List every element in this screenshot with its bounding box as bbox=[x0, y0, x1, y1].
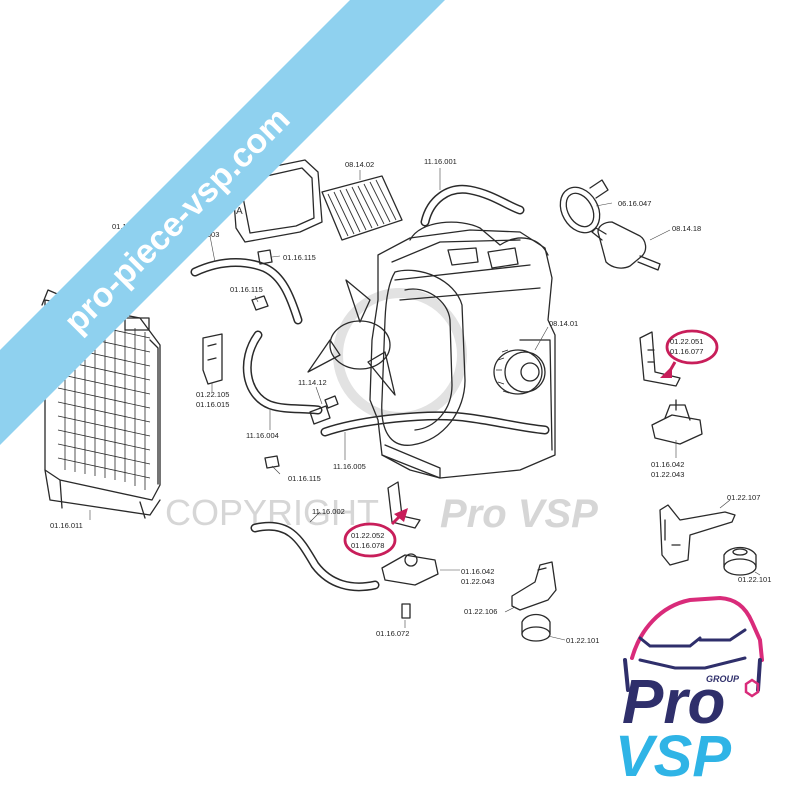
highlight-ring-upper bbox=[665, 329, 719, 365]
copyright-watermark: COPYRIGHT Pro VSP bbox=[165, 288, 598, 536]
watermark-brand-text: Pro VSP bbox=[440, 492, 598, 536]
label-11-16-005: 11.16.005 bbox=[333, 462, 366, 471]
logo-vsp-text: VSP bbox=[615, 724, 731, 789]
engine-mount-right bbox=[651, 399, 703, 445]
cover-mark: A bbox=[236, 206, 243, 217]
bracket-left bbox=[202, 333, 223, 385]
label-11-16-001: 11.16.001 bbox=[424, 157, 457, 166]
label-01-16-115-top: 01.16.115 bbox=[283, 253, 316, 262]
fuel-filter bbox=[591, 221, 661, 271]
label-01-16-115-mid: 01.16.115 bbox=[230, 285, 263, 294]
label-01-16-115-bottom: 01.16.115 bbox=[288, 474, 321, 483]
label-01-22-105: 01.22.105 bbox=[196, 390, 229, 399]
logo-group-text: GROUP bbox=[706, 674, 740, 684]
label-01-16-078: 01.16.078 bbox=[351, 541, 384, 550]
air-filter-cover: A bbox=[231, 159, 323, 243]
label-01-22-043-right: 01.22.043 bbox=[651, 470, 684, 479]
label-01-22-052: 01.22.052 bbox=[351, 531, 384, 540]
engine-block bbox=[307, 221, 556, 479]
label-01-16-072: 01.16.072 bbox=[376, 629, 409, 638]
silent-block-right bbox=[723, 546, 757, 576]
label-08-14-02: 08.14.02 bbox=[345, 160, 374, 169]
logo-pro-text: Pro bbox=[622, 668, 725, 737]
provsp-logo: GROUP Pro VSP bbox=[615, 595, 764, 789]
part-labels: 01.16.124 01.16.003 08.14.02 11.16.001 0… bbox=[50, 157, 771, 645]
label-01-16-042-right: 01.16.042 bbox=[651, 460, 684, 469]
label-01-22-106: 01.22.106 bbox=[464, 607, 497, 616]
banner-url-text: pro-piece-vsp.com bbox=[57, 100, 298, 341]
highlight-ring-lower bbox=[343, 522, 397, 558]
small-fittings bbox=[251, 249, 411, 619]
label-08-14-18: 08.14.18 bbox=[672, 224, 701, 233]
highlight-markers bbox=[343, 329, 719, 558]
label-01-16-077: 01.16.077 bbox=[670, 347, 703, 356]
silent-block-bottom bbox=[521, 613, 551, 642]
label-06-16-047: 06.16.047 bbox=[618, 199, 651, 208]
label-01-16-015: 01.16.015 bbox=[196, 400, 229, 409]
hexagon-icon bbox=[744, 678, 760, 698]
engine-mount-center bbox=[381, 553, 439, 586]
label-01-22-107: 01.22.107 bbox=[727, 493, 760, 502]
air-filter-element bbox=[321, 175, 403, 241]
label-01-16-011: 01.16.011 bbox=[50, 521, 83, 530]
bracket-right-upper bbox=[639, 331, 681, 387]
leader-lines bbox=[89, 168, 761, 641]
hose-clamp bbox=[559, 179, 609, 234]
bracket-bottom bbox=[511, 561, 557, 611]
label-01-16-042-center: 01.16.042 bbox=[461, 567, 494, 576]
label-08-14-01: 08.14.01 bbox=[549, 319, 578, 328]
coolant-hoses bbox=[190, 184, 550, 592]
gearbox-bracket bbox=[659, 504, 736, 566]
label-11-14-12: 11.14.12 bbox=[298, 378, 327, 387]
label-01-22-101-bottom: 01.22.101 bbox=[566, 636, 599, 645]
label-01-22-101-right: 01.22.101 bbox=[738, 575, 771, 584]
banner-stripe bbox=[0, 0, 445, 445]
label-11-16-002: 11.16.002 bbox=[312, 507, 345, 516]
label-01-22-051: 01.22.051 bbox=[670, 337, 703, 346]
label-01-22-043-center: 01.22.043 bbox=[461, 577, 494, 586]
label-11-16-004: 11.16.004 bbox=[246, 431, 279, 440]
